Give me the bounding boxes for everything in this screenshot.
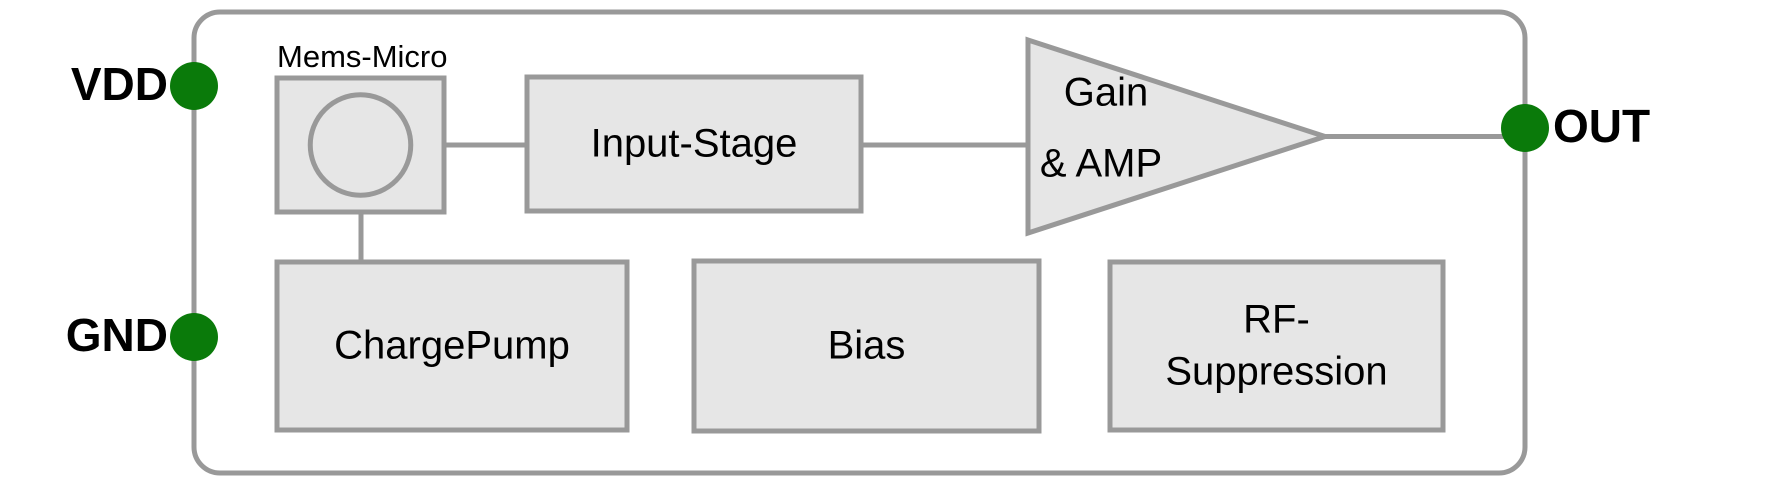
gnd-terminal-dot[interactable]: [170, 313, 218, 361]
block-gain-amp[interactable]: Gain & AMP: [1025, 36, 1334, 237]
block-bias[interactable]: Bias: [691, 258, 1042, 434]
microphone-membrane-icon: [307, 92, 414, 198]
terminal-vdd[interactable]: VDD: [71, 58, 218, 110]
gain-amp-label-line2: & AMP: [1040, 142, 1162, 186]
block-rf-suppression[interactable]: RF- Suppression: [1107, 259, 1446, 433]
block-mems-micro[interactable]: Mems-Micro: [274, 39, 448, 215]
charge-pump-label: ChargePump: [334, 324, 570, 368]
rf-suppression-label-line2: Suppression: [1165, 350, 1387, 394]
out-terminal-dot[interactable]: [1501, 104, 1549, 152]
terminal-out[interactable]: OUT: [1501, 100, 1650, 152]
package-outline: [191, 9, 1528, 476]
block-charge-pump[interactable]: ChargePump: [274, 259, 630, 433]
bias-body: [691, 258, 1042, 434]
vdd-terminal-label: VDD: [71, 58, 168, 110]
gain-amp-label-line1: Gain: [1064, 71, 1149, 115]
mems-micro-body: [274, 75, 447, 215]
bias-label: Bias: [828, 324, 906, 368]
vdd-terminal-dot[interactable]: [170, 62, 218, 110]
input-stage-label: Input-Stage: [591, 122, 798, 166]
charge-pump-body: [274, 259, 630, 433]
rf-suppression-label-line1: RF-: [1243, 298, 1310, 342]
gain-amp-body: [1025, 36, 1334, 237]
rf-suppression-body: [1107, 259, 1446, 433]
input-stage-body: [524, 74, 864, 214]
block-input-stage[interactable]: Input-Stage: [524, 74, 864, 214]
gnd-terminal-label: GND: [66, 309, 168, 361]
terminal-gnd[interactable]: GND: [66, 309, 218, 361]
out-terminal-label: OUT: [1553, 100, 1650, 152]
mems-micro-label: Mems-Micro: [277, 39, 448, 74]
